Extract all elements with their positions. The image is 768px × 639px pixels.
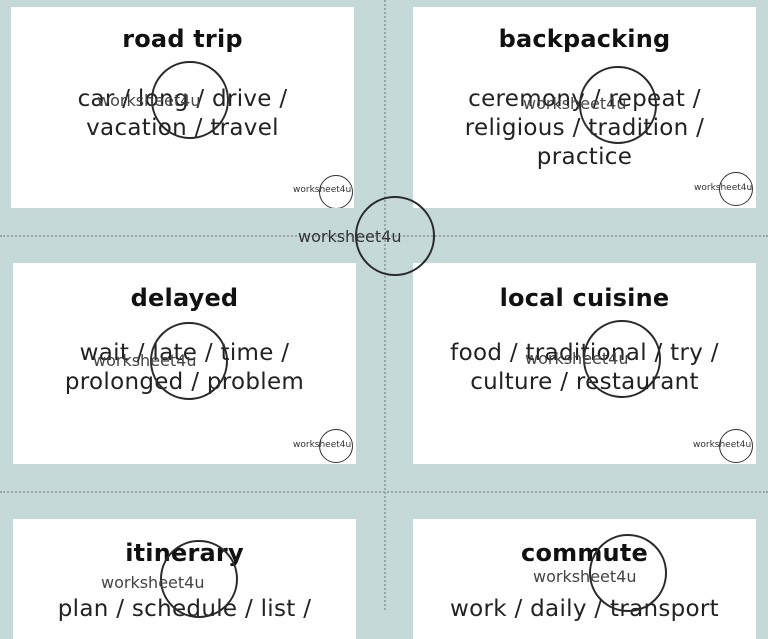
watermark-text: worksheet4u — [101, 573, 205, 592]
watermark-circle-small — [719, 429, 753, 463]
watermark-circle-small — [319, 429, 353, 463]
center-watermark-circle — [355, 196, 435, 276]
watermark-circle-small — [719, 172, 753, 206]
watermark-text-small: worksheet4u — [293, 185, 352, 195]
watermark-text: worksheet4u — [523, 94, 627, 113]
watermark-text: worksheet4u — [97, 91, 201, 110]
card-title: road trip — [122, 25, 243, 53]
watermark-circle-small — [319, 175, 353, 208]
watermark-circle — [579, 66, 657, 144]
watermark-text-small: worksheet4u — [694, 183, 753, 193]
watermark-text-small: worksheet4u — [693, 440, 752, 450]
word-card: commute work / daily / transport workshe… — [413, 519, 756, 639]
word-card: road trip car / long / drive / vacation … — [11, 7, 354, 208]
word-line: culture / restaurant — [470, 369, 699, 395]
word-card: itinerary plan / schedule / list / works… — [13, 519, 356, 639]
word-line: practice — [536, 144, 633, 170]
center-watermark-text: worksheet4u — [298, 227, 402, 246]
watermark-text: worksheet4u — [93, 351, 197, 370]
word-card: backpacking ceremony / repeat / religiou… — [413, 7, 756, 208]
word-card: local cuisine food / traditional / try /… — [413, 263, 756, 464]
word-card: delayed wait / late / time / prolonged /… — [13, 263, 356, 464]
vertical-cut-line — [384, 0, 386, 610]
watermark-text: worksheet4u — [525, 349, 629, 368]
card-title: local cuisine — [499, 284, 670, 312]
card-title: backpacking — [498, 25, 671, 53]
horizontal-cut-line — [0, 491, 768, 493]
card-title: delayed — [130, 284, 239, 312]
watermark-circle — [583, 320, 661, 398]
watermark-circle — [150, 322, 228, 400]
watermark-text: worksheet4u — [533, 567, 637, 586]
watermark-text-small: worksheet4u — [293, 440, 352, 450]
card-title: commute — [521, 539, 648, 567]
watermark-circle — [151, 61, 229, 139]
